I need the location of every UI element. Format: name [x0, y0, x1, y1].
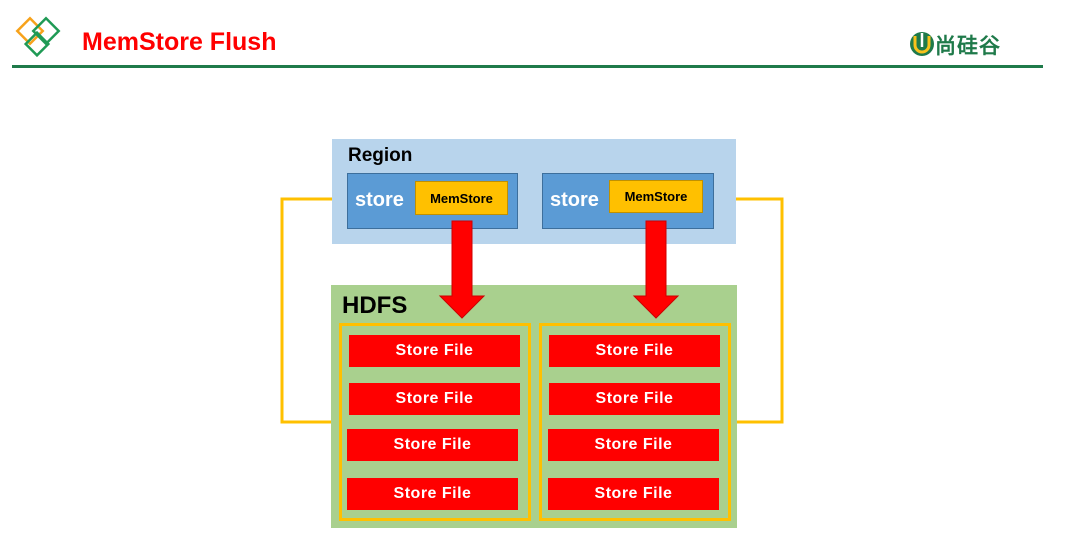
store-label: store — [355, 189, 404, 211]
store-file: Store File — [349, 383, 520, 415]
flush-arrow-1 — [438, 220, 486, 319]
memstore-box: MemStore — [415, 181, 508, 215]
store-file: Store File — [549, 335, 720, 367]
memstore-box: MemStore — [609, 180, 703, 213]
flush-arrow-2 — [632, 220, 680, 319]
page-title: MemStore Flush — [82, 28, 277, 56]
store-label: store — [550, 189, 599, 211]
store-file: Store File — [548, 429, 719, 461]
store-box-2: store MemStore — [542, 173, 714, 229]
store-file: Store File — [347, 429, 518, 461]
store-box-1: store MemStore — [347, 173, 518, 229]
header-divider — [12, 65, 1043, 68]
hdfs-label: HDFS — [342, 292, 408, 319]
connector-right — [714, 197, 784, 424]
brand-logo-icon — [910, 32, 934, 56]
region-label: Region — [348, 145, 413, 166]
store-file: Store File — [549, 383, 720, 415]
logo-diamonds-icon — [15, 16, 61, 58]
store-file: Store File — [548, 478, 719, 510]
store-file-group-2 — [539, 323, 731, 521]
connector-left — [280, 197, 347, 424]
store-file-group-1 — [339, 323, 531, 521]
store-file: Store File — [349, 335, 520, 367]
store-file: Store File — [347, 478, 518, 510]
brand-name: 尚硅谷 — [935, 35, 1001, 58]
